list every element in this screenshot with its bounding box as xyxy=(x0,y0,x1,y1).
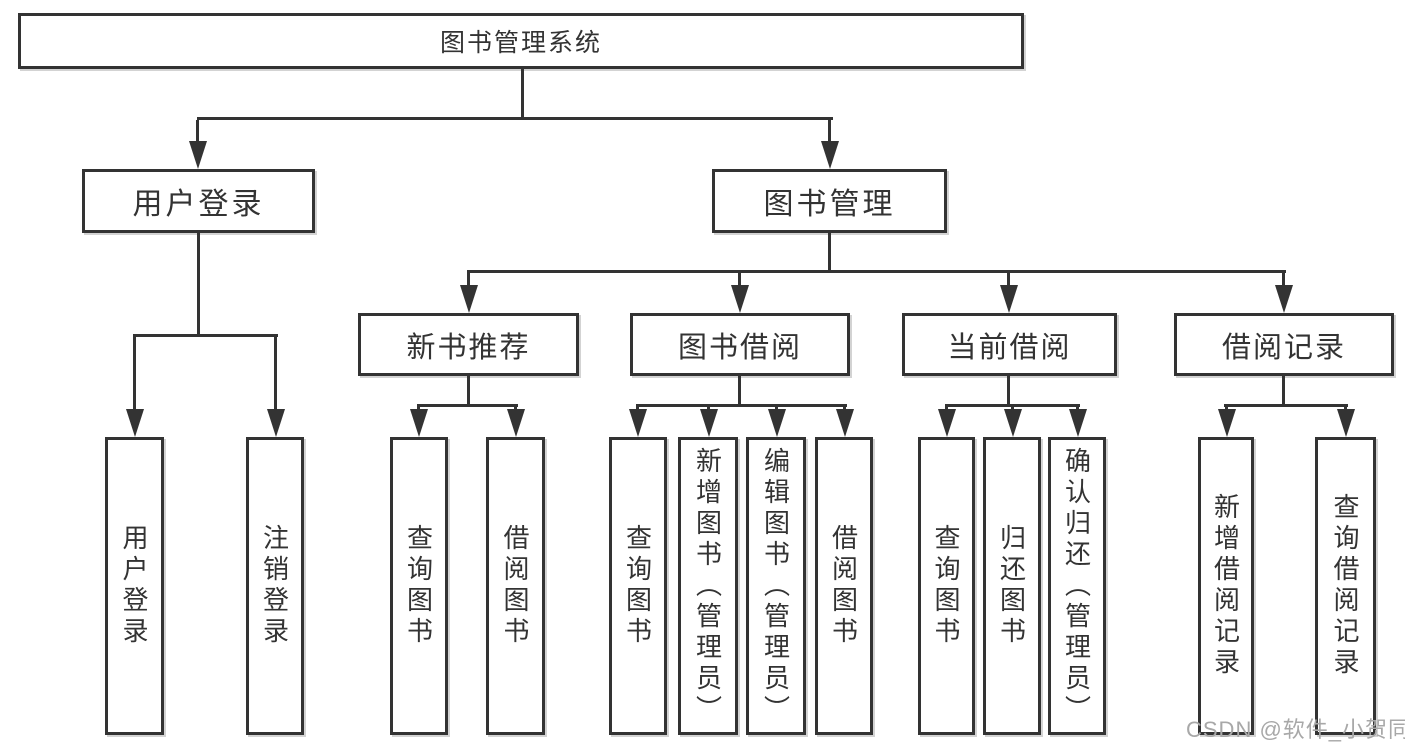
arrow-down-icon xyxy=(417,407,420,409)
connector-line xyxy=(945,404,1080,407)
leaf-edit-book-admin: 编辑图书（管理员） xyxy=(746,437,806,735)
leaf-query-books-recommend: 查询图书 xyxy=(390,437,448,735)
leaf-user-login: 用户登录 xyxy=(105,437,164,735)
arrow-down-icon xyxy=(514,407,517,409)
node-label: 用户登录 xyxy=(132,188,265,221)
leaf-label: 用户登录 xyxy=(119,524,149,648)
arrow-down-icon xyxy=(1011,407,1014,409)
leaf-label: 查询借阅记录 xyxy=(1330,493,1360,679)
node-label: 借阅记录 xyxy=(1221,331,1346,364)
arrow-down-icon xyxy=(467,273,470,285)
connector-line xyxy=(197,117,833,120)
arrow-down-icon xyxy=(196,120,199,141)
leaf-query-books-borrowing: 查询图书 xyxy=(609,437,667,735)
arrow-down-icon xyxy=(636,407,639,409)
connector-line xyxy=(467,376,470,407)
connector-line xyxy=(417,404,518,407)
node-book-management: 图书管理 xyxy=(712,169,947,233)
node-label: 图书管理系统 xyxy=(439,29,602,57)
leaf-confirm-return-admin: 确认归还（管理员） xyxy=(1048,437,1106,735)
node-library-management-system: 图书管理系统 xyxy=(18,13,1024,69)
leaf-label: 新增借阅记录 xyxy=(1210,493,1241,679)
node-label: 图书借阅 xyxy=(677,331,802,364)
node-label: 当前借阅 xyxy=(947,331,1072,364)
leaf-borrow-books-borrowing: 借阅图书 xyxy=(815,437,873,735)
arrow-down-icon xyxy=(1007,273,1010,285)
arrow-down-icon xyxy=(133,337,136,409)
arrow-down-icon xyxy=(707,407,710,409)
connector-line xyxy=(1007,376,1010,407)
node-label: 图书管理 xyxy=(763,188,896,221)
leaf-label: 借阅图书 xyxy=(500,524,530,648)
leaf-return-book: 归还图书 xyxy=(983,437,1041,735)
arrow-down-icon xyxy=(775,407,778,409)
leaf-label: 注销登录 xyxy=(259,524,290,648)
connector-line xyxy=(197,233,200,337)
node-new-book-recommend: 新书推荐 xyxy=(358,313,579,376)
leaf-query-borrow-record: 查询借阅记录 xyxy=(1315,437,1376,735)
arrow-down-icon xyxy=(274,337,277,409)
connector-line xyxy=(521,68,524,119)
connector-line xyxy=(133,334,278,337)
leaf-label: 编辑图书（管理员） xyxy=(760,446,791,726)
connector-line xyxy=(636,404,847,407)
node-current-borrowing: 当前借阅 xyxy=(902,313,1117,376)
connector-line xyxy=(1224,404,1348,407)
arrow-down-icon xyxy=(1225,407,1228,409)
leaf-label: 查询图书 xyxy=(931,524,961,648)
watermark: CSDN @软件_小贺同学 xyxy=(1186,717,1405,742)
node-book-borrowing: 图书借阅 xyxy=(630,313,850,376)
node-label: 新书推荐 xyxy=(406,331,531,364)
arrow-down-icon xyxy=(945,407,948,409)
node-borrowing-records: 借阅记录 xyxy=(1174,313,1394,376)
node-user-login: 用户登录 xyxy=(82,169,315,233)
connector-line xyxy=(738,376,741,407)
leaf-label: 查询图书 xyxy=(403,524,434,648)
leaf-label: 归还图书 xyxy=(996,524,1027,648)
leaf-add-borrow-record: 新增借阅记录 xyxy=(1198,437,1254,735)
connector-line xyxy=(828,232,831,273)
leaf-add-book-admin: 新增图书（管理员） xyxy=(678,437,738,735)
leaf-logout: 注销登录 xyxy=(246,437,304,735)
leaf-label: 确认归还（管理员） xyxy=(1061,446,1092,726)
arrow-down-icon xyxy=(843,407,846,409)
leaf-label: 新增图书（管理员） xyxy=(692,446,723,726)
leaf-query-books-current: 查询图书 xyxy=(918,437,975,735)
leaf-label: 借阅图书 xyxy=(828,524,859,648)
arrow-down-icon xyxy=(1076,407,1079,409)
arrow-down-icon xyxy=(1344,407,1347,409)
connector-line xyxy=(467,270,1286,273)
arrow-down-icon xyxy=(828,120,831,141)
leaf-borrow-books-recommend: 借阅图书 xyxy=(486,437,545,735)
connector-line xyxy=(1282,376,1285,407)
leaf-label: 查询图书 xyxy=(622,524,653,648)
arrow-down-icon xyxy=(738,273,741,285)
arrow-down-icon xyxy=(1282,273,1285,285)
